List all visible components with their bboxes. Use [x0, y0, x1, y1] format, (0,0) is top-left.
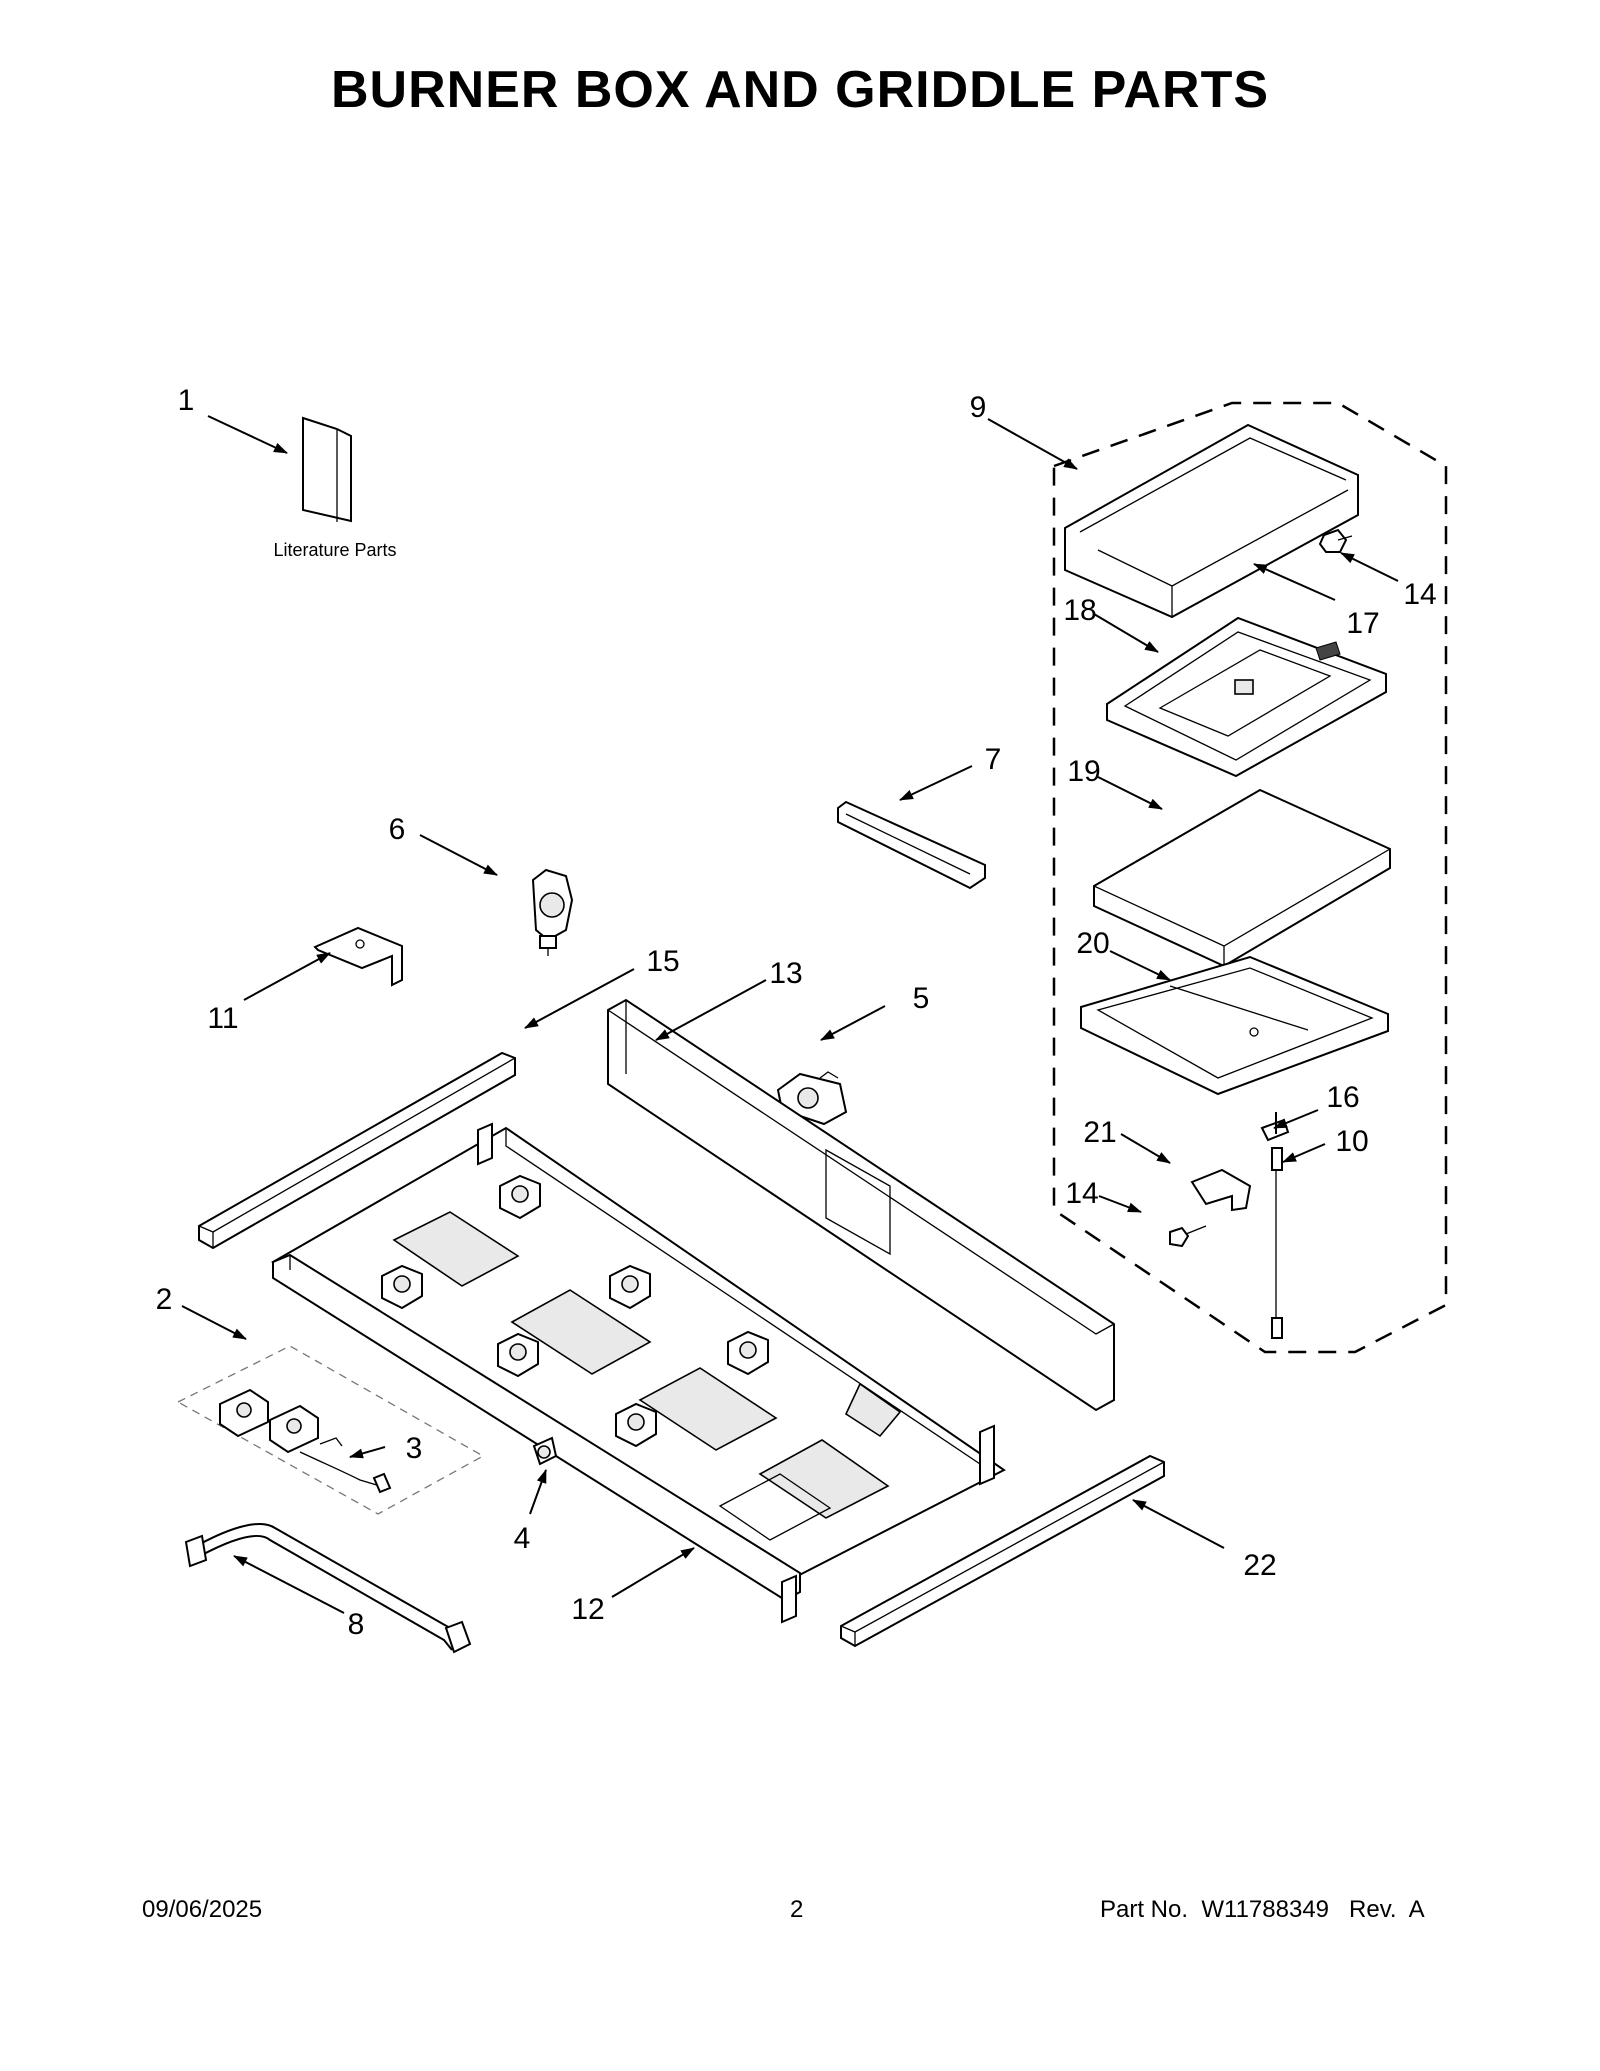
callout-labels: 1 9 14 17 18 19 20 16 10 21 14 7 6 11 15…	[156, 384, 1437, 1641]
callout-11: 11	[207, 1002, 238, 1035]
griddle-burner-frame-part	[1106, 616, 1387, 778]
gas-pipe-part	[184, 1523, 472, 1654]
griddle-assembly-boundary	[1052, 401, 1448, 1354]
griddle-insulation-part	[1093, 788, 1391, 968]
callout-6: 6	[389, 813, 406, 846]
callout-12: 12	[571, 1593, 604, 1626]
callout-18: 18	[1063, 594, 1096, 627]
rear-rail-part-22	[840, 1454, 1165, 1648]
griddle-pan-part	[1080, 955, 1389, 1096]
callout-9: 9	[970, 391, 987, 424]
valve-part-6	[531, 868, 574, 956]
callout-7: 7	[985, 743, 1002, 776]
callout-20: 20	[1076, 927, 1109, 960]
tray-burner-valve-3	[609, 1264, 651, 1310]
trough-part	[837, 800, 986, 890]
callout-5: 5	[913, 982, 930, 1015]
callout-10: 10	[1335, 1125, 1368, 1158]
callout-14-bottom: 14	[1065, 1177, 1098, 1210]
callout-21: 21	[1083, 1116, 1116, 1149]
screw-part-bottom	[1169, 1225, 1207, 1248]
literature-booklet-part	[302, 416, 352, 523]
callout-2: 2	[156, 1283, 173, 1316]
callout-22: 22	[1243, 1549, 1276, 1582]
callout-16: 16	[1326, 1081, 1359, 1114]
callout-13: 13	[769, 957, 802, 990]
callout-8: 8	[348, 1608, 365, 1641]
callout-1: 1	[178, 384, 195, 417]
tray-burner-valve-6	[615, 1402, 657, 1448]
callout-14-top: 14	[1403, 578, 1436, 611]
callout-15: 15	[646, 945, 679, 978]
tray-burner-valve-5	[727, 1330, 769, 1376]
front-rail-part-15	[198, 1051, 516, 1250]
callout-19: 19	[1067, 755, 1100, 788]
valve-manifold-part	[219, 1388, 392, 1494]
footer-part-number: Part No. W11788349 Rev. A	[1100, 1896, 1425, 1923]
page-title: BURNER BOX AND GRIDDLE PARTS	[330, 61, 1270, 119]
bracket-part	[1190, 1168, 1252, 1212]
bracket-part-11	[313, 926, 403, 987]
sensor-probe-part	[1260, 1112, 1290, 1339]
footer-page-number: 2	[790, 1896, 804, 1923]
callout-4: 4	[514, 1522, 531, 1555]
tray-burner-valve-4	[497, 1332, 539, 1378]
footer-date: 09/06/2025	[142, 1896, 263, 1923]
tray-burner-valve-1	[499, 1174, 541, 1220]
burner-box-part	[271, 998, 1115, 1624]
screw-part-top	[1318, 528, 1353, 553]
callout-3: 3	[406, 1432, 423, 1465]
fitting-part-4	[532, 1436, 558, 1466]
griddle-plate-part	[1064, 423, 1359, 619]
literature-caption: Literature Parts	[273, 540, 396, 560]
leader-arrows	[181, 415, 1399, 1614]
callout-17: 17	[1346, 607, 1379, 640]
tray-burner-valve-2	[381, 1264, 423, 1310]
